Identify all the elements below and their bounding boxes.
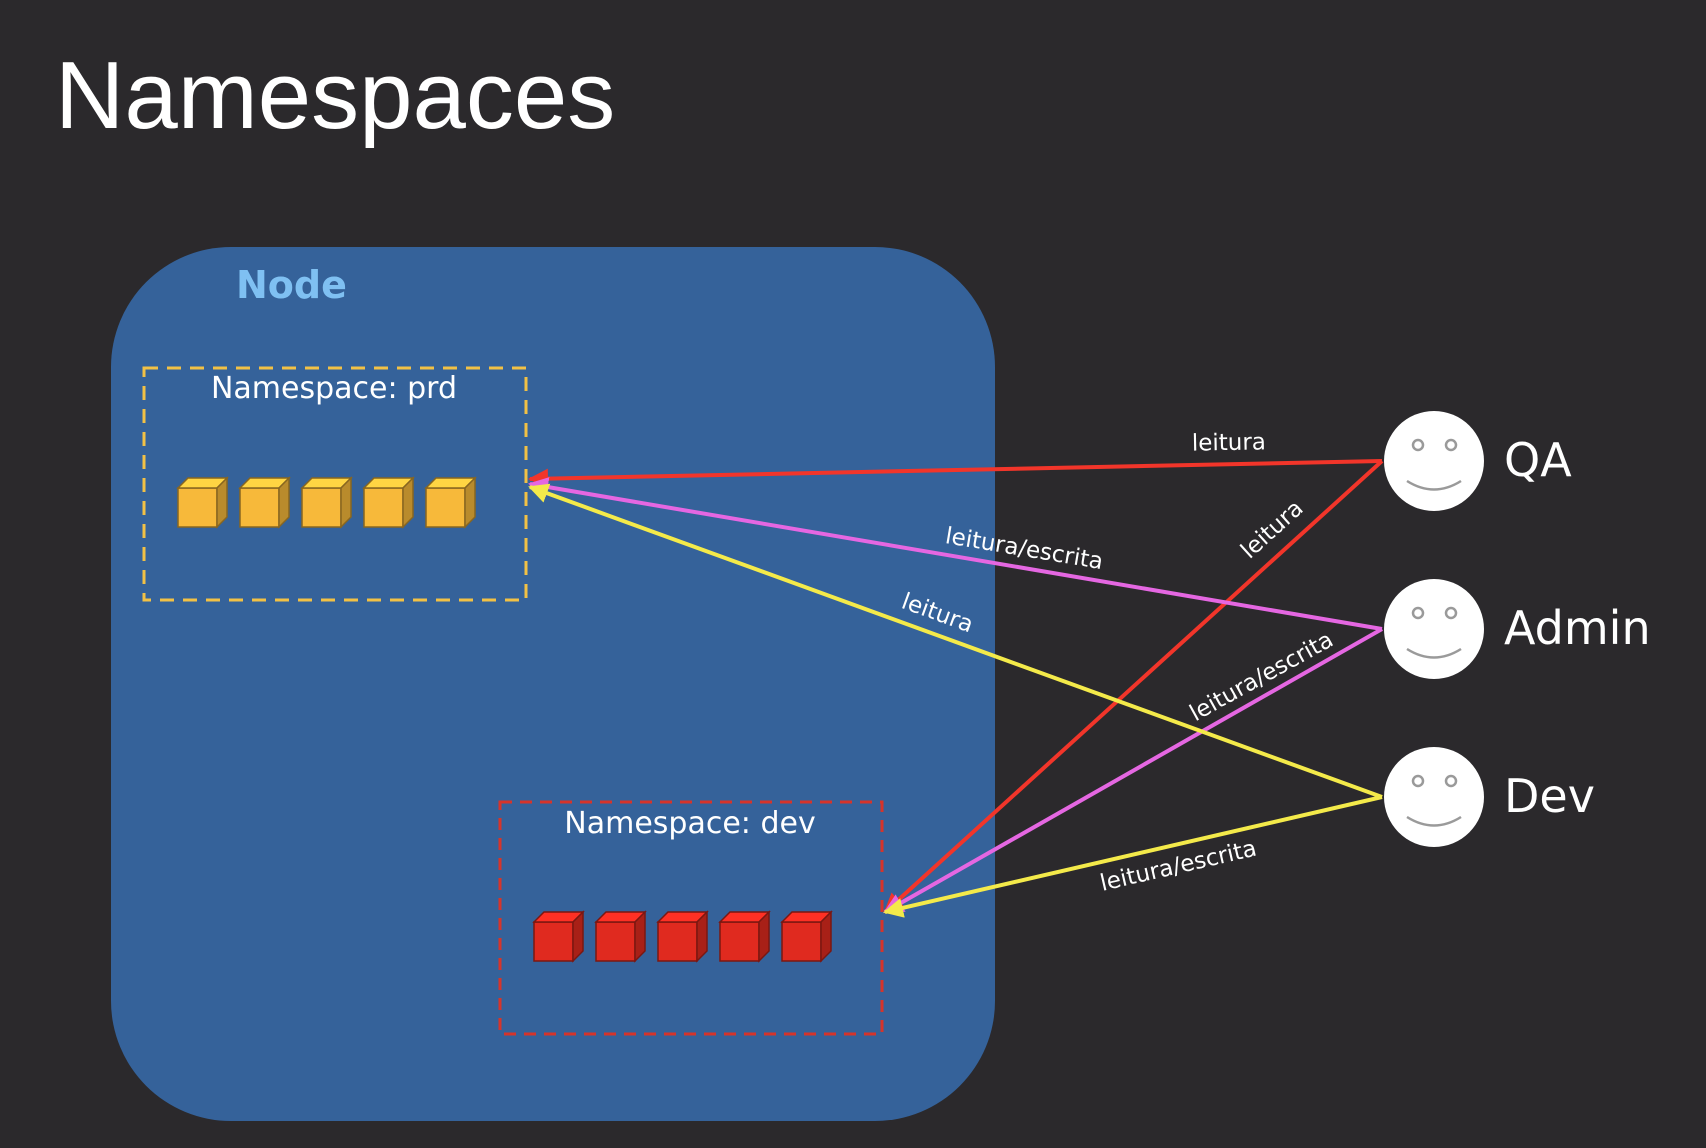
- user-dev-label: Dev: [1504, 769, 1595, 823]
- pod-cube-prd: [176, 476, 229, 529]
- edge-label-admin-dev: leitura/escrita: [1186, 627, 1338, 727]
- pod-cube-dev: [532, 910, 585, 963]
- pod-cube-dev: [718, 910, 771, 963]
- edge-label-qa-prd: leitura: [1192, 429, 1267, 456]
- namespace-prd-label: Namespace: prd: [211, 371, 457, 406]
- smiley-eye: [1444, 774, 1458, 788]
- edge-qa-prd: [528, 459, 1383, 489]
- node-box: [111, 247, 995, 1121]
- namespace-prd-box: [142, 366, 528, 602]
- edge-qa-dev: [883, 459, 1384, 914]
- smiley-mouth: [1406, 479, 1462, 491]
- pod-cube-prd: [300, 476, 353, 529]
- smiley-eye: [1411, 438, 1425, 452]
- edge-dev-dev: [883, 795, 1383, 918]
- node-label: Node: [236, 263, 347, 307]
- slide-title: Namespaces: [55, 42, 615, 149]
- namespace-dev-box: [498, 800, 884, 1036]
- smiley-eye: [1411, 774, 1425, 788]
- namespace-dev-label: Namespace: dev: [564, 806, 815, 841]
- access-edges: [528, 459, 1384, 918]
- smiley-mouth: [1406, 815, 1462, 827]
- pod-cube-dev: [780, 910, 833, 963]
- user-qa: QA: [1384, 411, 1572, 511]
- edge-label-qa-dev: leitura: [1236, 495, 1308, 564]
- pod-cube-prd: [362, 476, 415, 529]
- smiley-icon: [1384, 747, 1484, 847]
- user-admin: Admin: [1384, 579, 1651, 679]
- smiley-mouth: [1406, 647, 1462, 659]
- edge-dev-prd: [528, 483, 1383, 799]
- smiley-eye: [1411, 606, 1425, 620]
- pod-cube-prd: [238, 476, 291, 529]
- pods-prd: [176, 476, 477, 529]
- edge-admin-dev: [883, 627, 1383, 914]
- pods-dev: [532, 910, 833, 963]
- smiley-icon: [1384, 411, 1484, 511]
- smiley-eye: [1444, 438, 1458, 452]
- pod-cube-prd: [424, 476, 477, 529]
- pod-cube-dev: [594, 910, 647, 963]
- user-admin-label: Admin: [1504, 601, 1651, 655]
- pod-cube-dev: [656, 910, 709, 963]
- user-dev: Dev: [1384, 747, 1595, 847]
- smiley-eye: [1444, 606, 1458, 620]
- user-qa-label: QA: [1504, 433, 1572, 487]
- smiley-icon: [1384, 579, 1484, 679]
- edge-admin-prd: [528, 477, 1383, 631]
